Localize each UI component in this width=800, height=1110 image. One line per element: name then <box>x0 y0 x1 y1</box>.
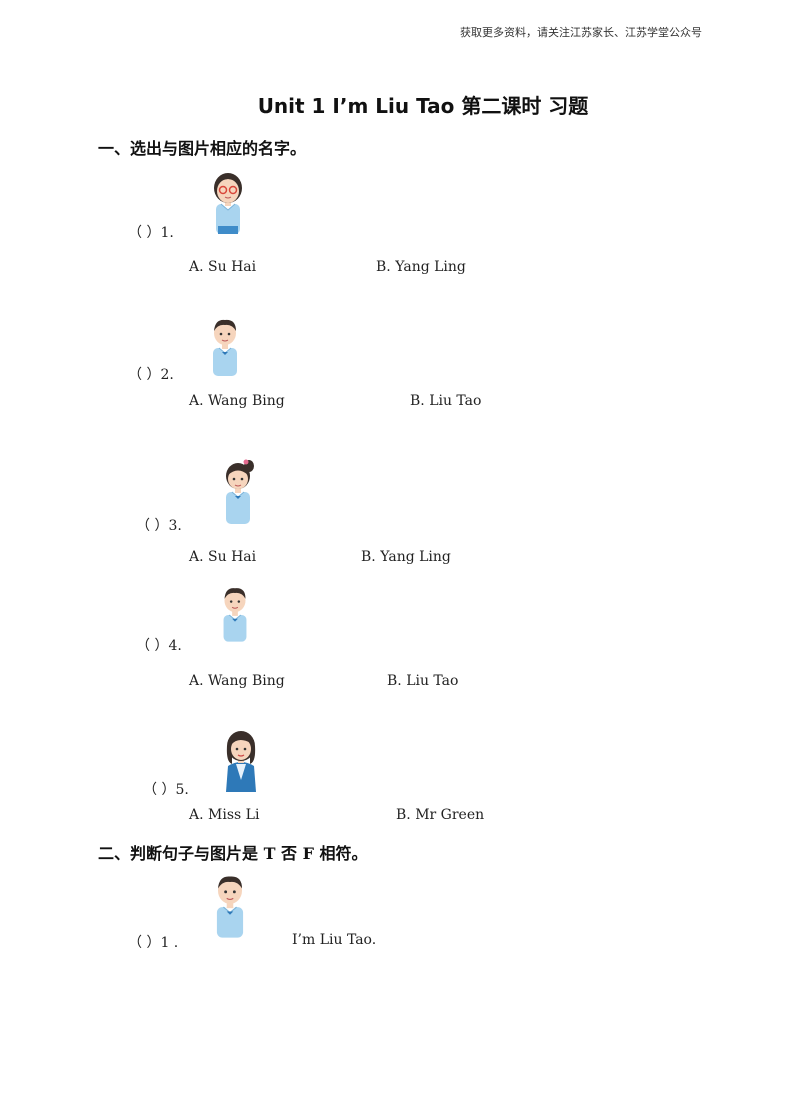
boy-figure <box>213 319 237 376</box>
section-1-heading: 一、选出与图片相应的名字。 <box>98 139 307 158</box>
header-note: 获取更多资料，请关注江苏家长、江苏学堂公众号 <box>460 26 702 39</box>
question-1-1-option-a: A. Su Hai <box>189 259 257 275</box>
question-1-2-option-b: B. Liu Tao <box>410 393 482 409</box>
question-1-4-number: （ ）4. <box>136 638 182 654</box>
section-2-heading: 二、判断句子与图片是 T 否 F 相符。 <box>98 844 368 863</box>
question-2-1-number: （ ）1 . <box>128 935 179 951</box>
woman-teacher-figure <box>226 731 256 792</box>
question-1-5-option-b: B. Mr Green <box>396 807 485 823</box>
question-1-2-number: （ ）2. <box>128 367 174 383</box>
question-1-5-option-a: A. Miss Li <box>189 807 260 823</box>
question-1-3-option-b: B. Yang Ling <box>361 549 451 565</box>
girl-with-glasses-figure <box>214 173 242 234</box>
girl-with-ponytail-figure <box>226 459 254 524</box>
worksheet-title: Unit 1 I’m Liu Tao 第二课时 习题 <box>257 94 589 118</box>
question-1-4-option-b: B. Liu Tao <box>387 673 459 689</box>
question-2-1-sentence: I’m Liu Tao. <box>292 932 377 948</box>
question-1-1-option-b: B. Yang Ling <box>376 259 466 275</box>
boy-figure-3 <box>216 876 244 938</box>
boy-figure-2 <box>223 588 247 642</box>
question-1-3-option-a: A. Su Hai <box>189 549 257 565</box>
question-1-5-number: （ ）5. <box>143 782 189 798</box>
question-1-4-option-a: A. Wang Bing <box>189 673 285 689</box>
question-1-3-number: （ ）3. <box>136 518 182 534</box>
question-1-1-number: （ ）1. <box>128 225 174 241</box>
question-1-2-option-a: A. Wang Bing <box>189 393 285 409</box>
